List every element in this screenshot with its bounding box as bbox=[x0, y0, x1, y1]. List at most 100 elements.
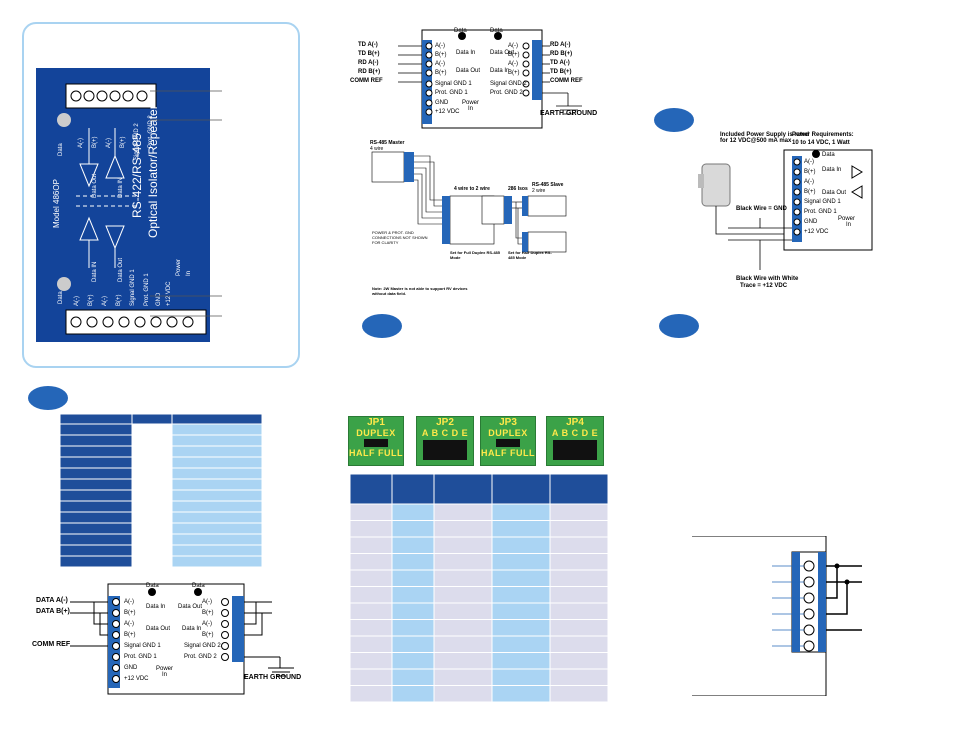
w2-earth: EARTH GROUND bbox=[244, 674, 302, 681]
w4-left-5: COMM REF bbox=[350, 78, 383, 84]
table-cell bbox=[60, 511, 133, 524]
device-term-top-1: A(-) bbox=[78, 138, 84, 148]
device-data-in-2: Data IN bbox=[92, 261, 98, 282]
table-header-cell bbox=[549, 474, 609, 505]
w4-data-out-2: Data Out bbox=[456, 68, 481, 74]
power-note-right-value: 10 to 14 VDC, 1 Watt bbox=[792, 140, 850, 146]
terminal-table bbox=[60, 414, 262, 568]
jp4-sub1: A B C D E bbox=[551, 428, 599, 438]
power-white-trace-1: Black Wire with White bbox=[736, 276, 799, 282]
net-slave-title: RS-485 Slave bbox=[532, 182, 564, 188]
w4-left-3: RD A(-) bbox=[358, 60, 379, 66]
w4-right-3: TD A(-) bbox=[550, 60, 570, 66]
terminal-detail-artwork bbox=[692, 536, 862, 696]
table-cell bbox=[60, 544, 133, 557]
w2-inner-r3: A(-) bbox=[202, 621, 212, 627]
w2-data-in-1: Data In bbox=[146, 604, 166, 610]
power-term-6: Prot. GND 1 bbox=[804, 209, 837, 215]
w2-inner-l1: A(-) bbox=[124, 599, 134, 605]
table-cell bbox=[491, 536, 551, 554]
table-cell bbox=[350, 503, 393, 521]
table-cell bbox=[391, 586, 435, 604]
table-cell bbox=[549, 652, 609, 670]
callout-lines bbox=[150, 90, 222, 317]
power-term-4: B(+) bbox=[804, 189, 816, 195]
w4-power: Power bbox=[462, 100, 480, 106]
power-power: Power bbox=[838, 216, 856, 222]
device-label-panel bbox=[22, 22, 300, 368]
w4-right-5: COMM REF bbox=[550, 78, 583, 84]
table-cell bbox=[491, 503, 551, 521]
w4-inner-r1: A(-) bbox=[508, 43, 518, 49]
w4-inner-r6: Prot. GND 2 bbox=[490, 90, 523, 96]
table-cell bbox=[391, 602, 435, 620]
table-cell bbox=[391, 569, 435, 587]
table-cell bbox=[491, 668, 551, 686]
table-cell bbox=[131, 500, 173, 513]
table-cell bbox=[60, 489, 133, 502]
table-header-cell bbox=[171, 414, 262, 425]
table-cell bbox=[350, 536, 393, 554]
table-cell bbox=[171, 456, 262, 469]
table-cell bbox=[131, 434, 173, 447]
power-note-left: Included Power Supply is rated for 12 VD… bbox=[720, 132, 810, 144]
net-note-half: Set for Half Duplex RS-485 Mode bbox=[508, 250, 552, 260]
table-cell bbox=[433, 668, 493, 686]
w2-inner-l4: B(+) bbox=[124, 632, 136, 638]
table-cell bbox=[491, 602, 551, 620]
w4-data-2: Data bbox=[490, 28, 503, 34]
table-cell bbox=[549, 569, 609, 587]
w4-inner-r5: Signal GND 2 bbox=[490, 81, 527, 87]
step-circle-3 bbox=[654, 108, 694, 132]
power-term-8: +12 VDC bbox=[804, 229, 829, 235]
table-cell bbox=[60, 467, 133, 480]
table-cell bbox=[171, 533, 262, 546]
table-cell bbox=[131, 522, 173, 535]
w4-right-1: RD A(-) bbox=[550, 42, 571, 48]
device-term-bot-5: Signal GND 1 bbox=[130, 269, 136, 306]
table-cell bbox=[60, 478, 133, 491]
jp2-pins bbox=[423, 440, 467, 460]
power-term-2: B(+) bbox=[804, 169, 816, 175]
table-cell bbox=[549, 503, 609, 521]
net-note-full: Set for Full Duplex RS-485 Mode bbox=[450, 250, 501, 260]
step-circle-1 bbox=[28, 386, 68, 410]
table-cell bbox=[171, 511, 262, 524]
w4-inner-l2: B(+) bbox=[435, 52, 447, 58]
w4-inner-l3: A(-) bbox=[435, 61, 445, 67]
w4-in: In bbox=[468, 106, 474, 112]
table-cell bbox=[491, 635, 551, 653]
table-cell bbox=[549, 602, 609, 620]
jp1-pins bbox=[364, 439, 388, 447]
table-cell bbox=[491, 520, 551, 538]
table-cell bbox=[433, 553, 493, 571]
jp1-title: JP1 bbox=[367, 417, 385, 428]
power-term-7: GND bbox=[804, 219, 818, 225]
w4-inner-l5: Signal GND 1 bbox=[435, 81, 472, 87]
table-cell bbox=[171, 445, 262, 458]
table-cell bbox=[433, 619, 493, 637]
table-cell bbox=[350, 569, 393, 587]
table-cell bbox=[171, 467, 262, 480]
power-term-1: A(-) bbox=[804, 159, 814, 165]
jumper-jp2: JP2 A B C D E bbox=[416, 416, 474, 466]
w2-inner-l5: Signal GND 1 bbox=[124, 643, 161, 649]
table-cell bbox=[549, 668, 609, 686]
table-cell bbox=[131, 478, 173, 491]
table-cell bbox=[433, 503, 493, 521]
device-term-top-3: A(-) bbox=[106, 138, 112, 148]
jp3-title: JP3 bbox=[499, 417, 517, 428]
w4-left-4: RD B(+) bbox=[358, 69, 381, 75]
wiring-diagram-2wire: DATA A(-) DATA B(+) COMM REF A(-) B(+) A… bbox=[32, 580, 302, 700]
terminal-detail bbox=[692, 536, 862, 696]
table-cell bbox=[549, 635, 609, 653]
table-cell bbox=[433, 652, 493, 670]
device-label-artwork bbox=[57, 83, 207, 335]
w4-inner-l1: A(-) bbox=[435, 43, 445, 49]
table-header-cell bbox=[391, 474, 435, 505]
table-cell bbox=[350, 619, 393, 637]
power-note-right-title: Power Requirements: bbox=[792, 132, 854, 138]
table-cell bbox=[350, 520, 393, 538]
table-cell bbox=[171, 544, 262, 557]
table-cell bbox=[433, 685, 493, 703]
